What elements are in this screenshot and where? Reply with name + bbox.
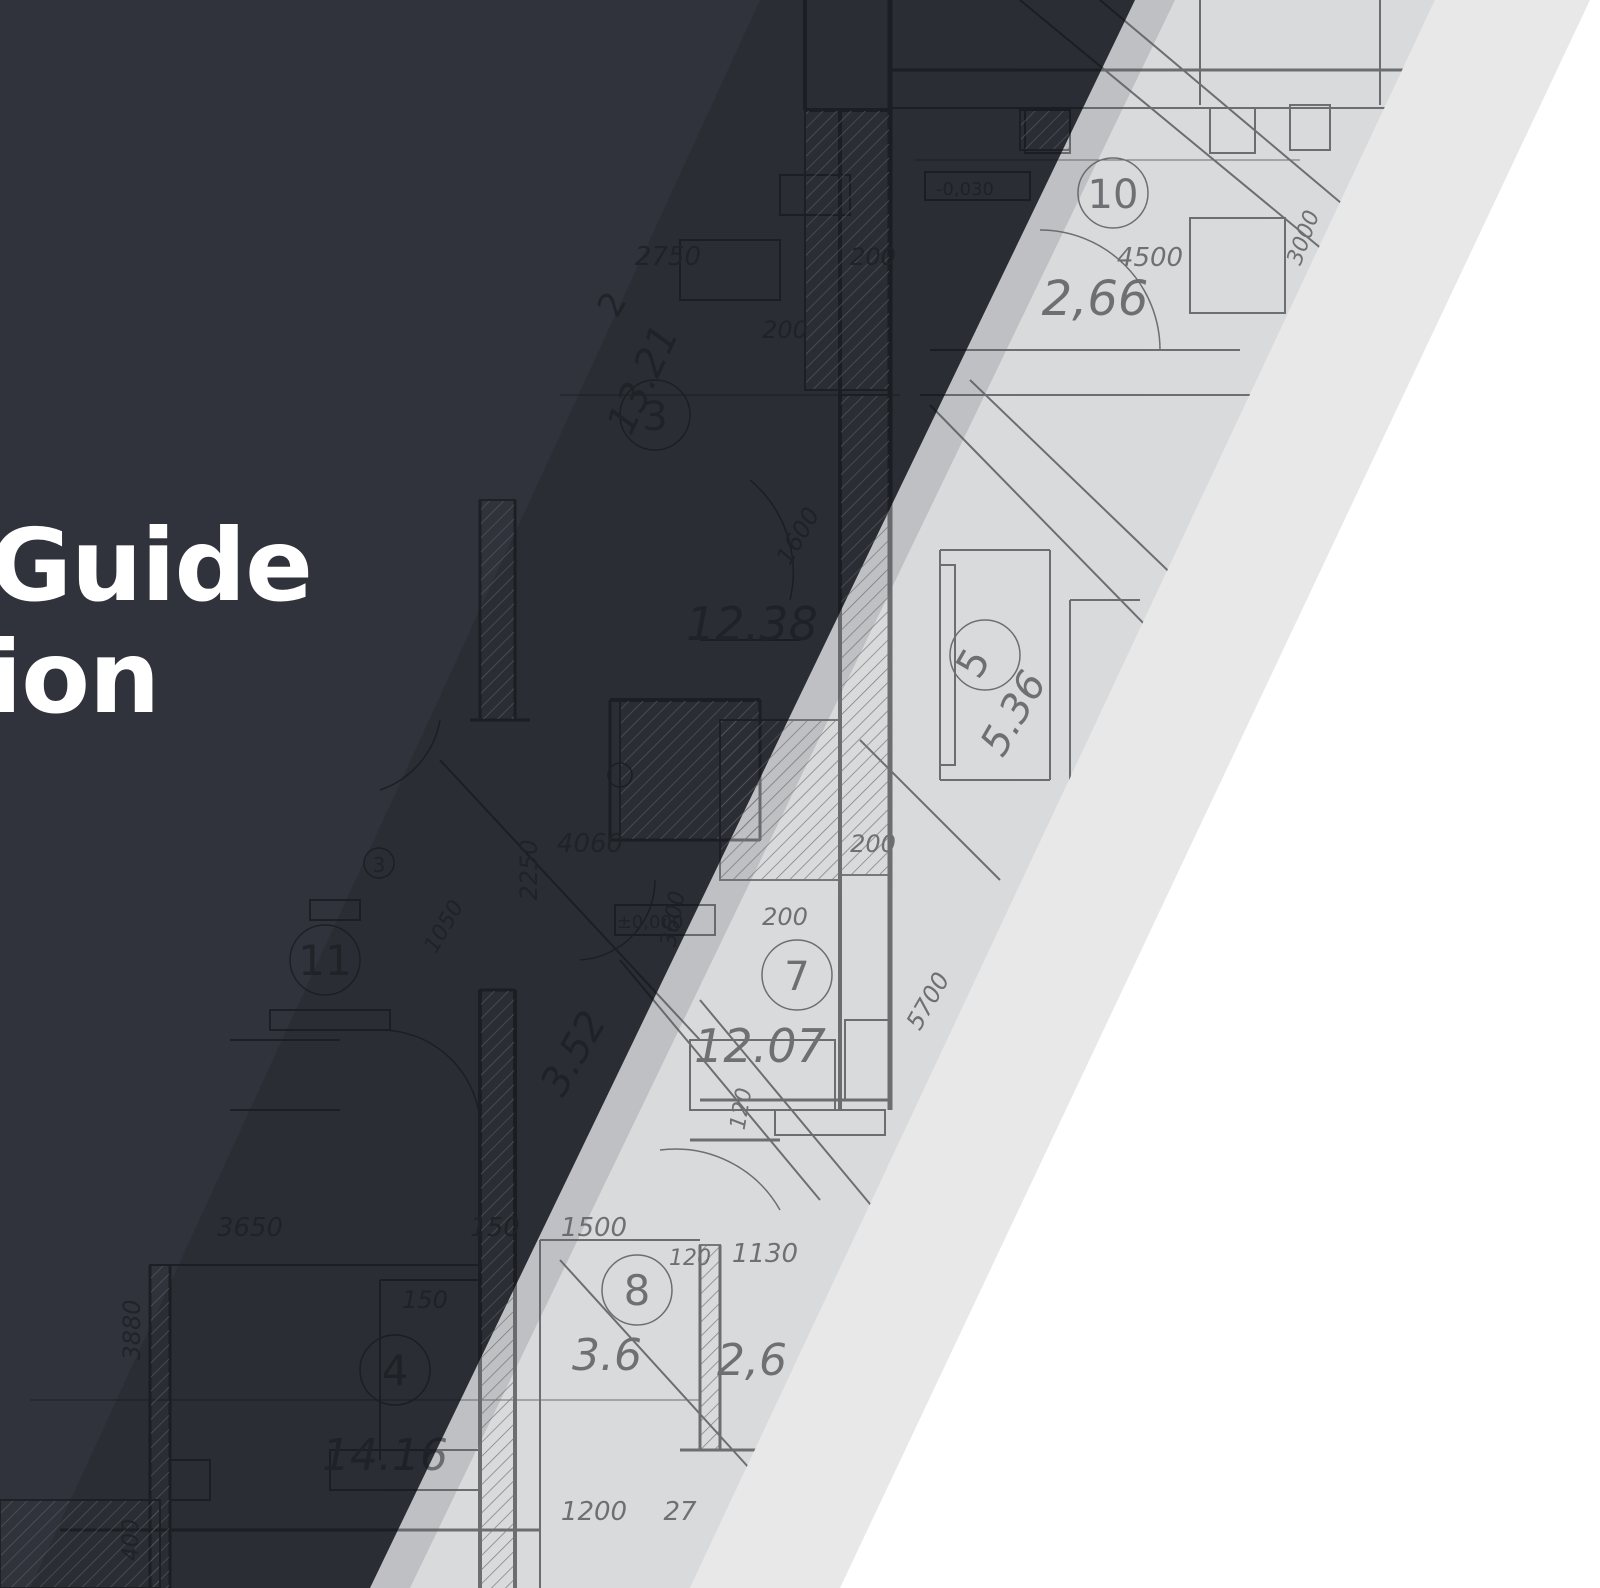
plan-label-a26-light: 2,6 — [717, 1335, 787, 1386]
plan-label-l3650-dark: 3650 — [217, 1213, 283, 1243]
plan-label-r3b-dark: 3 — [373, 853, 386, 877]
plan-label-a266-light: 2,66 — [1042, 271, 1149, 327]
plan-label-l4500-light: 4500 — [1117, 243, 1183, 273]
plan-label-lpm0-dark: ±0,000 — [617, 912, 684, 933]
plan-label-r7-light: 7 — [784, 954, 809, 1000]
light-blueprint-band — [370, 0, 1435, 1588]
plan-label-l2750-dark: 2750 — [635, 242, 701, 272]
plan-label-l1500-light: 1500 — [561, 1213, 627, 1243]
plan-label-a1238-dark: 12.38 — [686, 597, 818, 651]
title-line-1: Guide — [0, 507, 313, 624]
plan-label-l120b-light: 120 — [669, 1246, 711, 1271]
plan-label-r11-dark: 11 — [298, 936, 351, 985]
plan-label-l1130-light: 1130 — [732, 1239, 798, 1269]
plan-label-l150b-dark: 150 — [402, 1286, 448, 1314]
plan-label-r3-dark: 3 — [642, 394, 667, 440]
plan-label-l200a-dark: 200 — [762, 316, 808, 344]
title-line-2: ion — [0, 619, 160, 736]
plan-label-l200b-dark: 200 — [850, 243, 896, 271]
plan-label-a1207-light: 12.07 — [694, 1019, 826, 1073]
cover-title: Guide ion — [0, 507, 313, 736]
plan-label-l2250-dark: 2250 — [515, 839, 543, 900]
grey-ribbon — [690, 0, 1590, 1588]
plan-label-l400-dark: 400 — [119, 1519, 144, 1561]
plan-label-l27-light: 27 — [663, 1497, 697, 1527]
plan-label-l1200-light: 1200 — [561, 1497, 627, 1527]
plan-label-r4-dark: 4 — [382, 1346, 409, 1395]
plan-label-r10-light: 10 — [1088, 172, 1139, 218]
plan-label-l200d-light: 200 — [850, 830, 896, 858]
plan-label-l150a-dark: 150 — [470, 1213, 520, 1243]
plan-label-lm030-dark: -0,030 — [936, 179, 994, 200]
plan-label-l4060-dark: 4060 — [557, 829, 623, 859]
plan-label-a36-light: 3.6 — [572, 1330, 642, 1381]
plan-label-l3880-dark: 3880 — [118, 1299, 146, 1360]
plan-label-r8-light: 8 — [624, 1266, 651, 1315]
plan-label-l200c-light: 200 — [762, 903, 808, 931]
